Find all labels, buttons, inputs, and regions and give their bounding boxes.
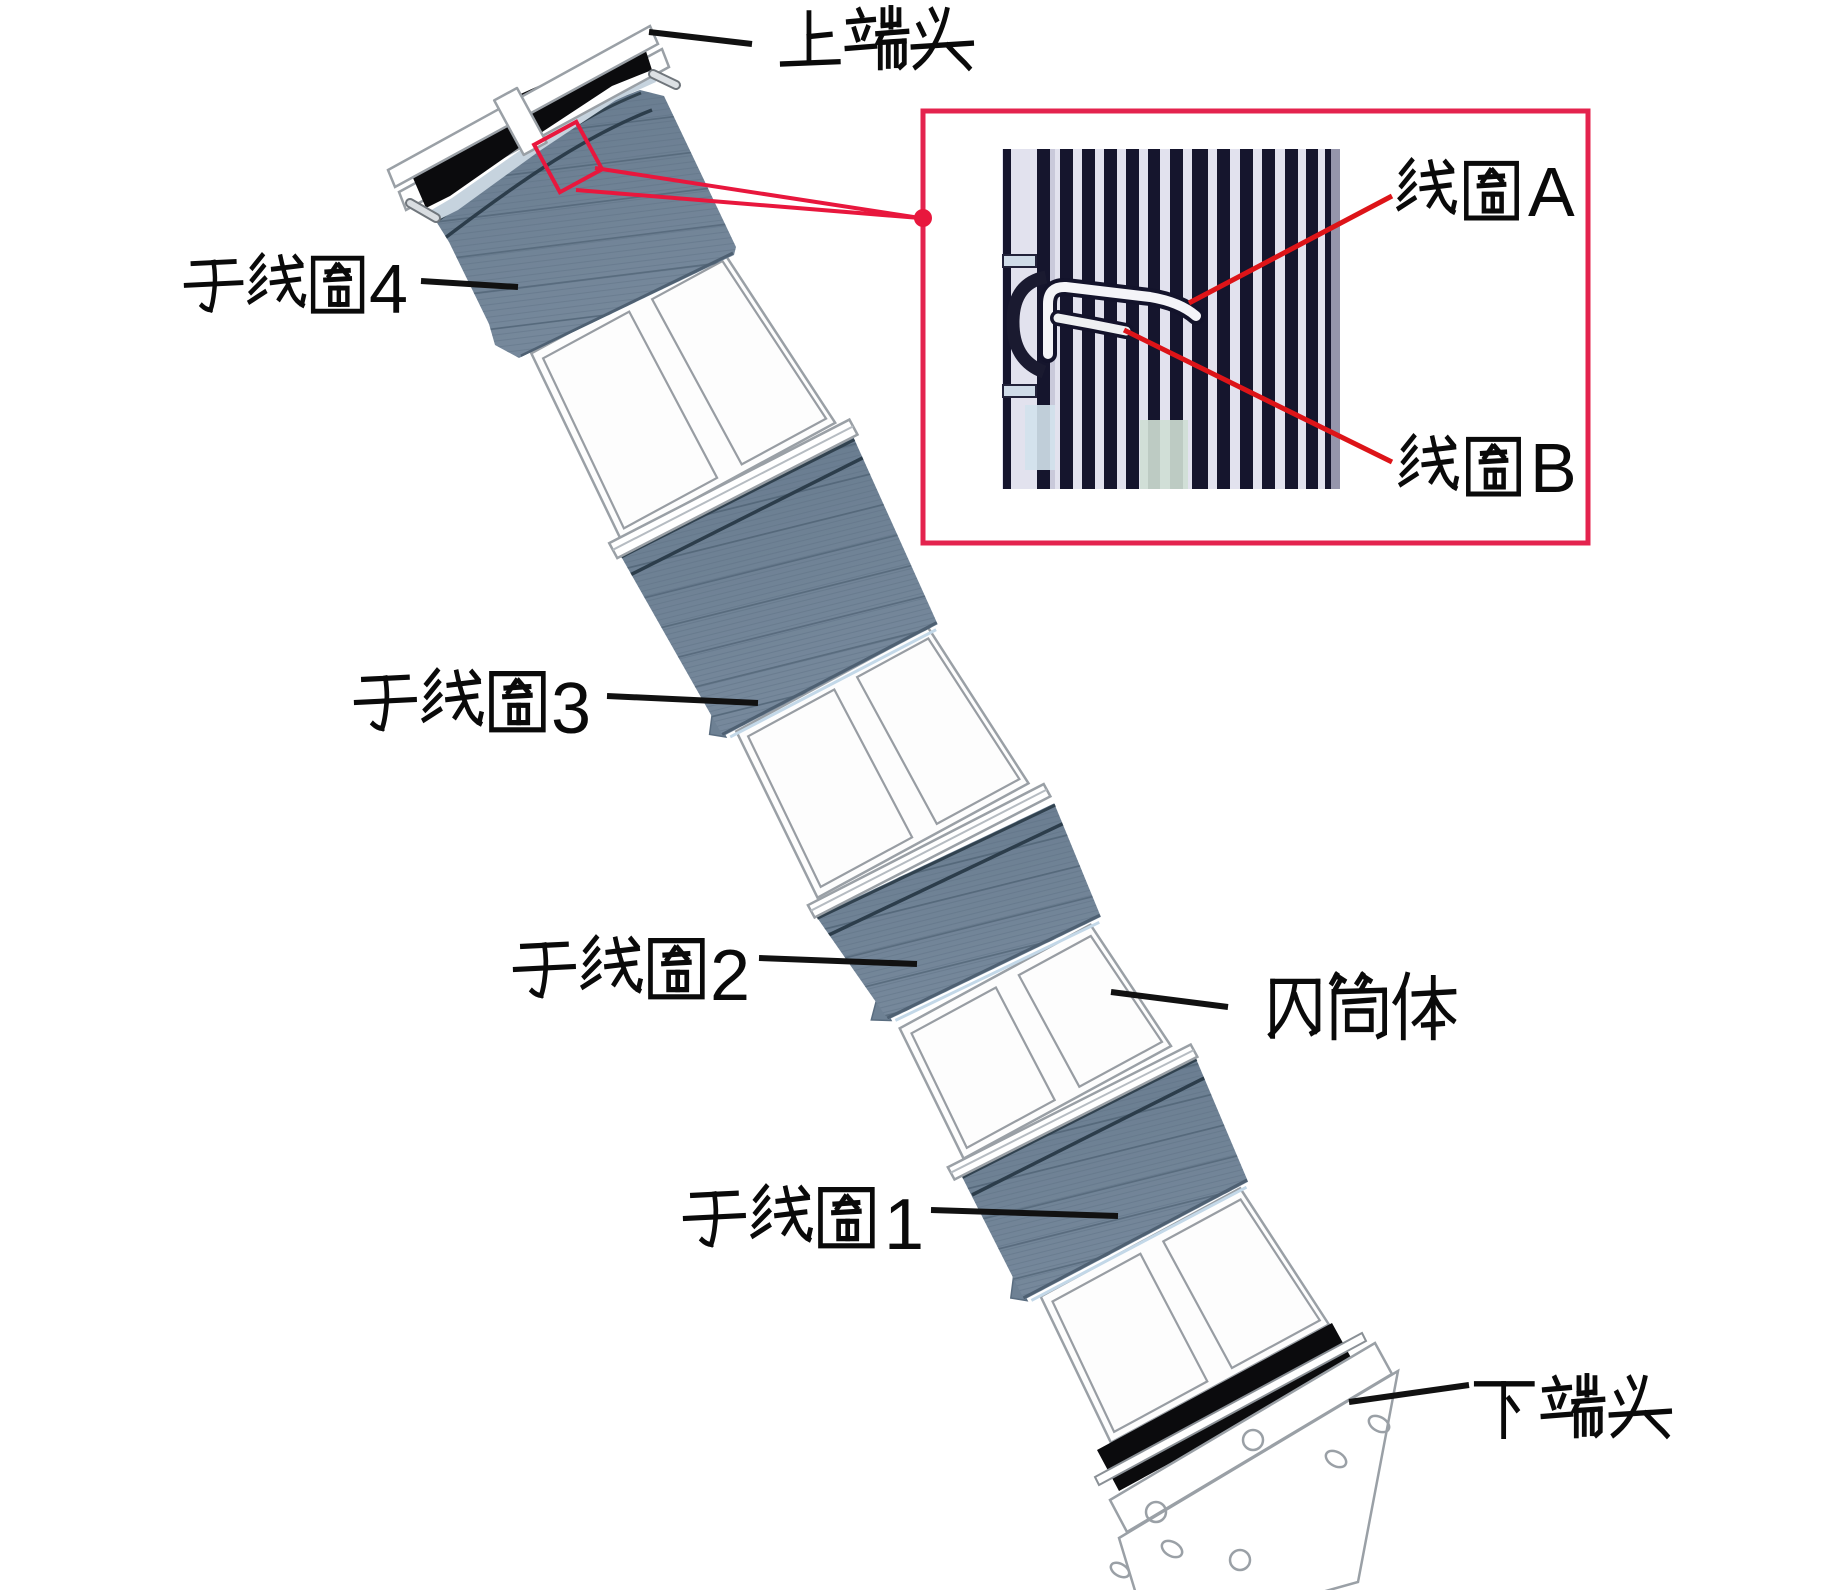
svg-text:3: 3 bbox=[551, 669, 591, 749]
svg-text:2: 2 bbox=[710, 936, 750, 1016]
svg-text:A: A bbox=[1528, 153, 1575, 231]
svg-text:B: B bbox=[1530, 429, 1577, 507]
svg-text:4: 4 bbox=[369, 250, 408, 328]
svg-text:1: 1 bbox=[884, 1185, 924, 1265]
